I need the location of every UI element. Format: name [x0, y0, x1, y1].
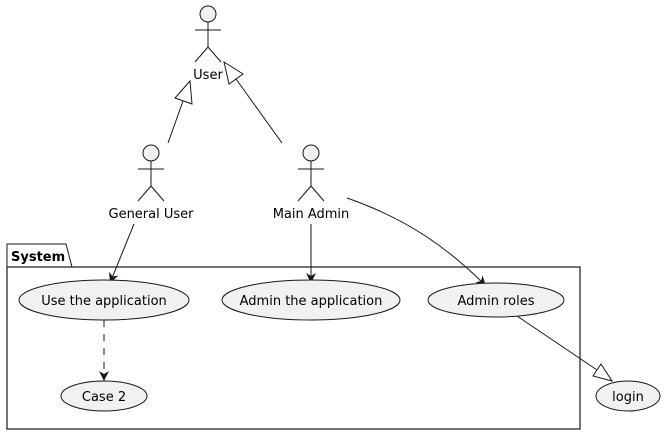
hollow-triangle-arrowhead [592, 363, 614, 382]
package-frame [6, 266, 581, 430]
edge-line [235, 78, 283, 144]
actor-head [199, 5, 217, 23]
actor-head [142, 144, 160, 162]
actor-main-admin[interactable]: Main Admin [273, 144, 350, 222]
usecase-use-application[interactable]: Use the application [18, 279, 190, 321]
hollow-triangle-arrowhead [223, 60, 244, 85]
usecase-ellipse [595, 380, 661, 412]
association-general-user-to-use-application [109, 223, 135, 284]
usecase-case2[interactable]: Case 2 [60, 380, 148, 412]
actor-general-user[interactable]: General User [109, 144, 195, 222]
actor-left-leg [297, 185, 312, 202]
actor-head [302, 144, 320, 162]
association-main-admin-to-admin-roles [346, 197, 487, 287]
usecase-admin-roles[interactable]: Admin roles [427, 282, 565, 318]
generalization-main-admin-to-user [223, 60, 283, 144]
actor-right-leg [150, 185, 165, 202]
actor-right-leg [310, 185, 325, 202]
system-package: System [6, 243, 581, 430]
actor-user[interactable]: User [193, 5, 223, 83]
generalization-admin-roles-to-login [516, 315, 614, 382]
actor-left-leg [194, 46, 209, 63]
package-label: System [11, 250, 65, 265]
actor-right-leg [207, 46, 222, 63]
edge-line [167, 100, 184, 144]
usecase-login[interactable]: login [595, 380, 661, 412]
hollow-triangle-arrowhead [174, 79, 193, 105]
edge-line [516, 315, 598, 371]
generalization-general-user-to-user [167, 79, 193, 144]
usecase-label: login [612, 390, 644, 405]
usecase-ellipse [60, 380, 148, 412]
actor-label: General User [109, 207, 195, 222]
usecase-ellipse [18, 279, 190, 321]
usecase-admin-application[interactable]: Admin the application [221, 279, 401, 321]
usecase-label: Case 2 [82, 390, 126, 405]
actor-label: Main Admin [273, 207, 350, 222]
usecase-label: Admin the application [240, 294, 383, 309]
actor-left-leg [137, 185, 152, 202]
usecase-label: Admin roles [458, 294, 535, 309]
usecase-label: Use the application [41, 294, 167, 309]
usecase-ellipse [221, 279, 401, 321]
actor-label: User [193, 68, 223, 83]
usecase-ellipse [427, 282, 565, 318]
